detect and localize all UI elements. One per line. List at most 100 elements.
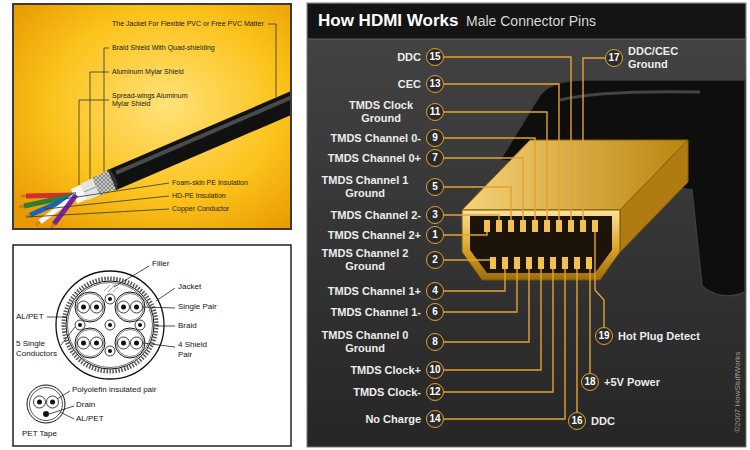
- cross-section-panel: [13, 245, 291, 446]
- wire-core: [94, 341, 99, 346]
- pin-callout: TMDS Clock+10: [350, 361, 444, 379]
- wire-core: [81, 305, 86, 310]
- callout-number: 12: [429, 387, 440, 397]
- pin-callout: TMDS Channel 2+1: [328, 226, 444, 244]
- part-label: Filler: [152, 259, 169, 269]
- callout-circle: 3: [426, 206, 444, 224]
- pin-callout: TMDS Channel 1 Ground5: [309, 174, 444, 200]
- pair-shield: [75, 328, 105, 358]
- aluminum-mylar: [84, 187, 96, 192]
- callout-circle: 19: [595, 327, 613, 345]
- pin-leader-line: [444, 57, 605, 419]
- callout-number: 19: [598, 331, 609, 341]
- callout-number: 4: [432, 286, 438, 296]
- callout-circle: 15: [426, 48, 444, 66]
- callout-circle: 7: [426, 149, 444, 167]
- connector-opening: [470, 216, 612, 273]
- jacket-ring: [56, 271, 164, 379]
- callout-number: 16: [571, 416, 582, 426]
- pin-name: DDC: [397, 51, 421, 64]
- callout-number: 3: [432, 210, 438, 220]
- callout-number: 5: [432, 182, 438, 192]
- pin-callout: TMDS Clock Ground 11: [341, 99, 444, 125]
- single-conductor: [105, 346, 115, 356]
- header-title: How HDMI Works: [318, 11, 458, 31]
- pin-contact: [532, 220, 538, 232]
- pin-name: TMDS Channel 0 Ground: [309, 329, 421, 355]
- part-label: The Jacket For Flexible PVC or Free PVC …: [112, 20, 264, 28]
- pin-contact: [520, 220, 526, 232]
- single-conductor: [105, 320, 115, 330]
- callout-circle: 4: [426, 282, 444, 300]
- pair-foil: [117, 330, 144, 357]
- header-subtitle: Male Connector Pins: [466, 12, 596, 30]
- pin-contact: [496, 220, 502, 232]
- pet-tape-ring: [27, 385, 65, 423]
- pin-callout: TMDS Channel 1+4: [328, 282, 444, 300]
- pin-name: TMDS Clock+: [350, 364, 421, 377]
- pin-name: TMDS Channel 0-: [331, 132, 421, 145]
- part-label: Foam-skin PE Insulation: [172, 179, 248, 187]
- callout-circle: 5: [426, 178, 444, 196]
- callout-circle: 13: [426, 75, 444, 93]
- pair-shield: [75, 292, 105, 322]
- pin-contact: [508, 220, 514, 232]
- header-rule: [308, 39, 745, 40]
- pin-contact: [586, 257, 592, 269]
- wire-core: [50, 400, 55, 405]
- pin-contact: [550, 257, 556, 269]
- wire-core: [81, 341, 86, 346]
- pair-foil: [77, 330, 104, 357]
- shield-pair: [115, 328, 145, 358]
- callout-number: 11: [430, 107, 441, 117]
- pair-wire: [91, 337, 103, 349]
- callout-number: 2: [432, 255, 438, 265]
- pin-contact: [580, 220, 586, 232]
- pair-wire: [91, 301, 103, 313]
- callout-circle: 9: [426, 129, 444, 147]
- callout-number: 9: [432, 133, 438, 143]
- pin-contact: [502, 257, 508, 269]
- pair-wire: [131, 301, 143, 313]
- shield-pair: [75, 292, 105, 322]
- callout-circle: 16: [568, 412, 586, 430]
- pin-contact: [514, 257, 520, 269]
- pin-contact: [490, 257, 496, 269]
- pair-wire: [34, 396, 46, 408]
- part-label: 5 Single Conductors: [16, 339, 66, 359]
- single-conductor: [75, 320, 85, 330]
- cable-illustration: [19, 24, 290, 228]
- wire-core: [121, 305, 126, 310]
- filler-hatch: [104, 284, 118, 292]
- pin-name: TMDS Clock Ground: [341, 99, 421, 125]
- hdmi-panel: [307, 3, 746, 447]
- braid-shield: [96, 180, 112, 187]
- wire-core: [121, 341, 126, 346]
- callout-circle: 2: [426, 251, 444, 269]
- callout-circle: 14: [426, 410, 444, 428]
- pin-callout: TMDS Channel 1-6: [331, 303, 444, 321]
- pair-wire: [78, 301, 90, 313]
- pin-contact: [538, 257, 544, 269]
- copper-tip: [19, 196, 54, 228]
- shell-side: [620, 140, 688, 252]
- pin-contact: [526, 257, 532, 269]
- callout-circle: 12: [426, 383, 444, 401]
- pair-wire: [47, 396, 59, 408]
- wire-core: [108, 297, 112, 301]
- pin-callout: 17DDC/CEC Ground: [605, 45, 688, 71]
- part-label: 4 Shield Pair: [178, 340, 220, 360]
- drain-wire: [43, 411, 49, 417]
- pin-callout: 16DDC: [568, 412, 615, 430]
- callout-number: 14: [429, 414, 440, 424]
- part-label: PET Tape: [22, 429, 57, 439]
- body-highlight: [560, 92, 700, 100]
- pin-contact: [544, 220, 550, 232]
- part-label: Polyolefin insulated pair: [72, 385, 157, 395]
- part-label: Single Pair: [178, 302, 217, 312]
- pin-name: TMDS Clock-: [353, 386, 421, 399]
- pair-shield: [115, 328, 145, 358]
- part-label: AL/PET: [76, 414, 104, 424]
- pin-callout: TMDS Channel 0- 9: [331, 129, 444, 147]
